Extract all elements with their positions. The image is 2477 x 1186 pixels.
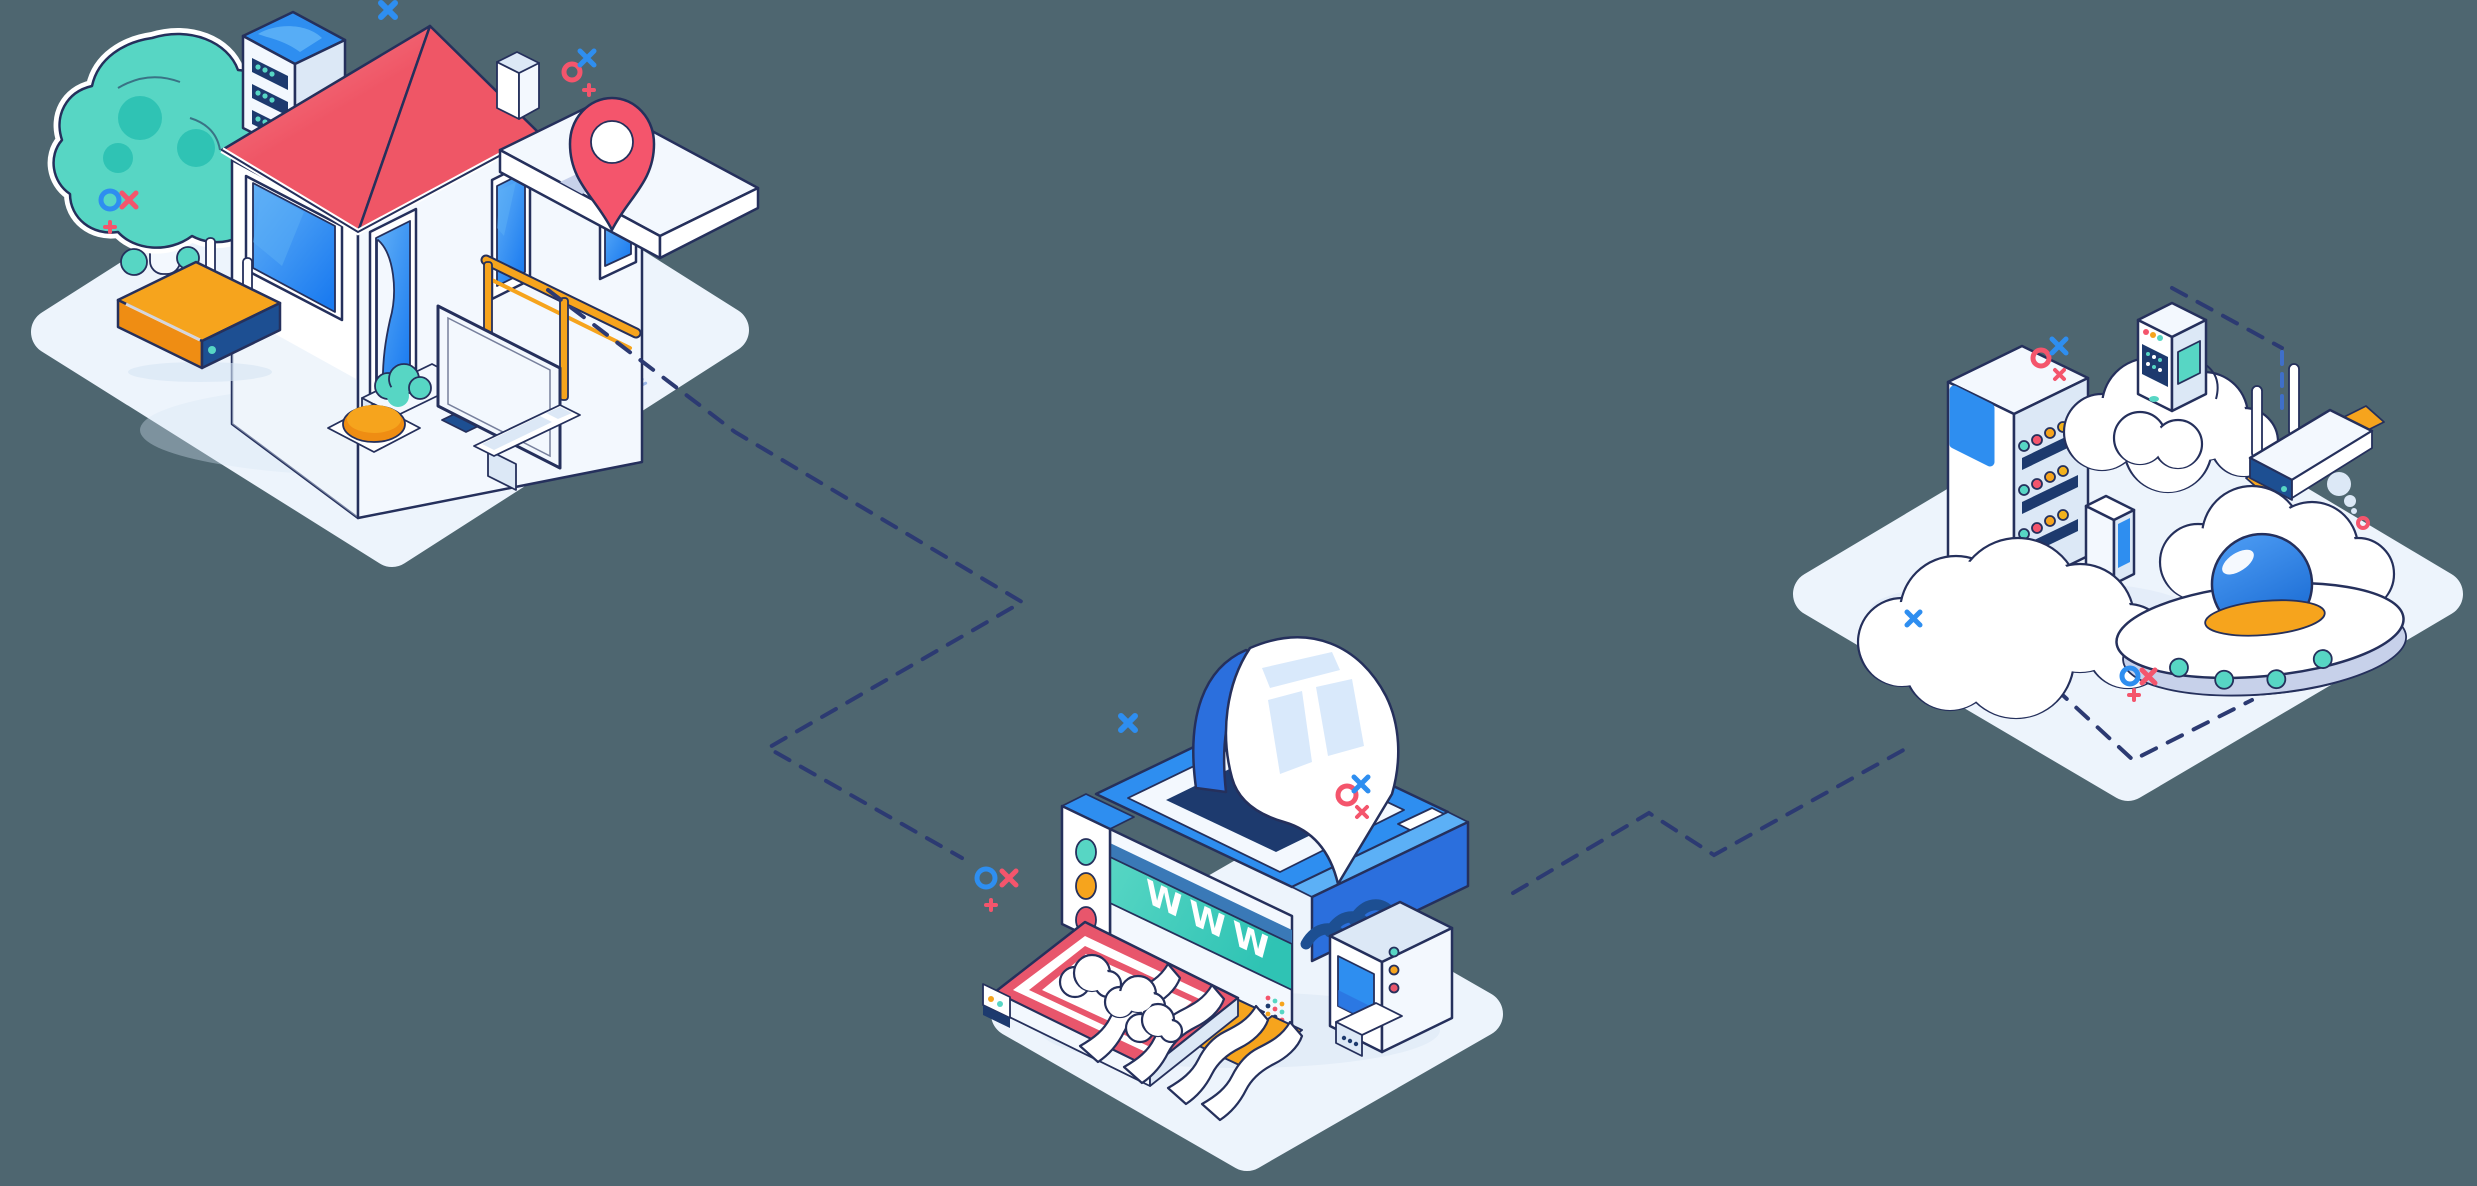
- decorative-marks-printer: [974, 713, 1371, 912]
- tray-end-cap: [982, 983, 1011, 1028]
- ufo-light: [2169, 657, 2189, 678]
- location-pin-icon: [568, 96, 656, 232]
- circle-mark-icon: [2119, 665, 2141, 687]
- circle-mark-icon: [98, 188, 122, 212]
- plus-mark-icon: [103, 220, 117, 234]
- cross-mark-icon: [378, 0, 398, 20]
- page-header-block: [1262, 652, 1340, 688]
- cloud-server-tower: [1946, 344, 2090, 594]
- porch-railing: [480, 254, 642, 401]
- cloud-left: [1856, 536, 2172, 720]
- printer-front-bar: [1110, 843, 1292, 944]
- modem-antenna: [2251, 385, 2263, 459]
- cross-mark-icon: [1351, 774, 1371, 794]
- cloud-zone-dash-top: [2170, 286, 2284, 350]
- cross-mark-icon: [577, 48, 597, 68]
- dot-mark-icon: [2356, 516, 2370, 530]
- connector-www-to-cloud: [1511, 746, 1909, 895]
- modem-side: [2291, 430, 2373, 499]
- small-server-building: [2084, 494, 2136, 586]
- tower-blue-panel: [1949, 385, 1995, 467]
- keyboard: [473, 404, 581, 457]
- big-window: [244, 174, 344, 322]
- garage-roof-side: [658, 186, 760, 260]
- ufo-light: [2266, 669, 2287, 690]
- keypad-box: [1335, 1002, 1403, 1057]
- circle-mark-icon: [561, 61, 583, 83]
- scene-home: [31, 0, 760, 567]
- desk-setup: [327, 304, 581, 491]
- ufo: [2115, 532, 2407, 697]
- porch-post: [559, 297, 569, 401]
- house: [220, 24, 760, 520]
- circle-mark-icon: [974, 866, 998, 890]
- plus-mark-icon: [2127, 688, 2141, 702]
- dome-highlight: [2222, 549, 2254, 575]
- ufo-dome-ring: [2204, 599, 2326, 637]
- cross-mark-icon: [2139, 667, 2158, 686]
- cross-mark-icon: [119, 190, 139, 210]
- cloud-top-front-puffs: [2112, 410, 2204, 470]
- ufo-light: [2214, 669, 2235, 690]
- bush: [374, 363, 432, 407]
- printed-web-page: [1192, 636, 1400, 886]
- page-column-block: [1316, 679, 1364, 756]
- floating-server-unit: [2112, 301, 2219, 470]
- home-router: [116, 237, 282, 382]
- modem-antenna: [2288, 363, 2300, 437]
- ufo-light: [2312, 649, 2333, 669]
- indicator-teal: [1075, 838, 1097, 866]
- decorative-marks-cloud: [1904, 336, 2158, 702]
- modem-led: [2281, 486, 2287, 492]
- router-side: [200, 301, 282, 370]
- cross-mark-icon: [1355, 805, 1369, 819]
- crumpled-paper: [1058, 953, 1184, 1044]
- cross-mark-icon: [999, 868, 1019, 888]
- monitor-stand: [487, 449, 517, 491]
- scene-cloud-servers: [1793, 286, 2463, 801]
- plus-mark-icon: [582, 83, 596, 97]
- circle-mark-icon: [2030, 347, 2052, 369]
- decorative-marks-home: [98, 0, 597, 234]
- unit-screen: [2177, 340, 2201, 385]
- dot-matrix: [1265, 995, 1285, 1023]
- cross-mark-icon: [2049, 336, 2069, 356]
- cloud-modem: [2245, 363, 2385, 530]
- router-led: [208, 346, 216, 354]
- page-column-block: [1268, 691, 1312, 774]
- cloud-zone-dash-bottom: [2053, 686, 2254, 763]
- printer-attachment: [1300, 899, 1454, 1057]
- building-door: [2118, 518, 2130, 568]
- tray-side: [1149, 997, 1239, 1087]
- cross-mark-icon: [1904, 609, 1923, 628]
- connector-home-to-www: [546, 288, 1026, 860]
- cross-mark-icon: [1118, 713, 1138, 733]
- cross-mark-icon: [2053, 368, 2066, 381]
- orange-disc: [327, 403, 421, 453]
- indicator-orange: [1075, 872, 1097, 900]
- plus-mark-icon: [984, 898, 998, 912]
- circle-mark-icon: [1335, 783, 1359, 807]
- chimney: [496, 51, 540, 120]
- roof: [220, 24, 542, 236]
- scene-www-printer: WWW: [974, 636, 1503, 1171]
